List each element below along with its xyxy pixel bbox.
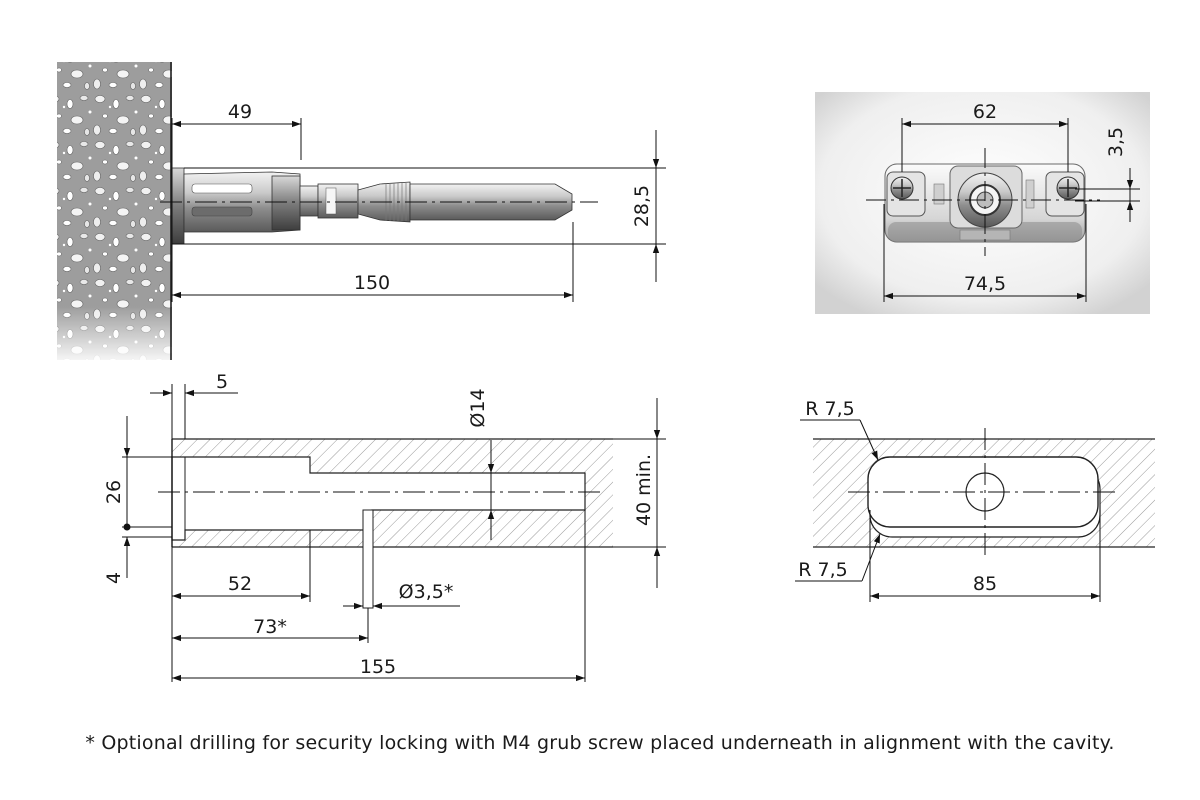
dim-label-4: 4 xyxy=(103,572,125,584)
radius-label-top: R 7,5 xyxy=(805,398,854,420)
dim-label-40-min: 40 min. xyxy=(633,454,655,526)
dim-label-150: 150 xyxy=(354,272,390,294)
footnote: * Optional drilling for security locking… xyxy=(85,732,1115,754)
dim-label-28-5: 28,5 xyxy=(631,185,653,227)
dim-label-155: 155 xyxy=(360,656,396,678)
mounting-plate xyxy=(884,163,1086,243)
dim-label-diameter-3-5: Ø3,5* xyxy=(399,581,454,603)
dim-label-5: 5 xyxy=(216,371,228,393)
front-view: 62 74,5 3,5 xyxy=(815,92,1150,314)
section-view: 5 26 4 Ø14 40 min. 52 xyxy=(103,371,666,682)
dim-label-diameter-14: Ø14 xyxy=(467,388,489,427)
connector-bolt xyxy=(171,167,573,245)
cavity-view: R 7,5 R 7,5 85 xyxy=(795,398,1155,602)
dim-label-49: 49 xyxy=(228,101,252,123)
dim-label-3-5: 3,5 xyxy=(1105,127,1127,157)
radius-label-bottom: R 7,5 xyxy=(798,559,847,581)
concrete-wall xyxy=(57,62,172,360)
dim-label-62: 62 xyxy=(973,101,997,123)
dim-label-52: 52 xyxy=(228,573,252,595)
dim-label-26: 26 xyxy=(103,480,125,504)
dim-label-73: 73* xyxy=(253,616,287,638)
dim-label-85: 85 xyxy=(973,573,997,595)
side-view: 49 150 28,5 xyxy=(57,62,666,360)
dim-label-74-5: 74,5 xyxy=(964,273,1006,295)
